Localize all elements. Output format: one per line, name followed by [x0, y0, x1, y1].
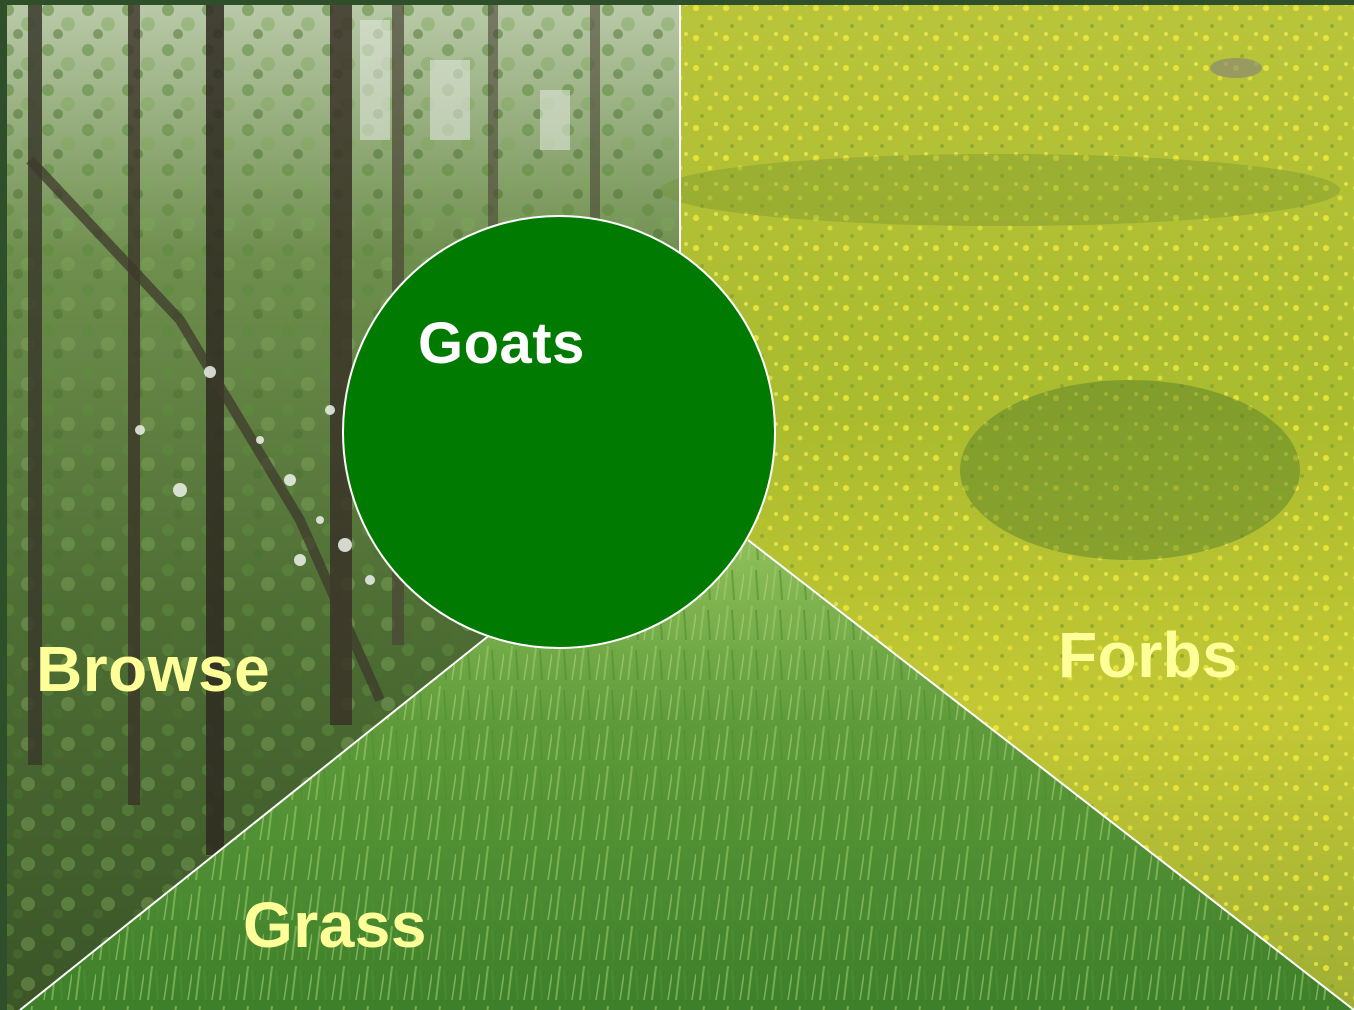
- center-circle: [343, 216, 775, 648]
- goats-label: Goats: [418, 310, 585, 377]
- grass-label: Grass: [243, 888, 427, 962]
- browse-label: Browse: [36, 632, 270, 706]
- forbs-label: Forbs: [1058, 618, 1238, 692]
